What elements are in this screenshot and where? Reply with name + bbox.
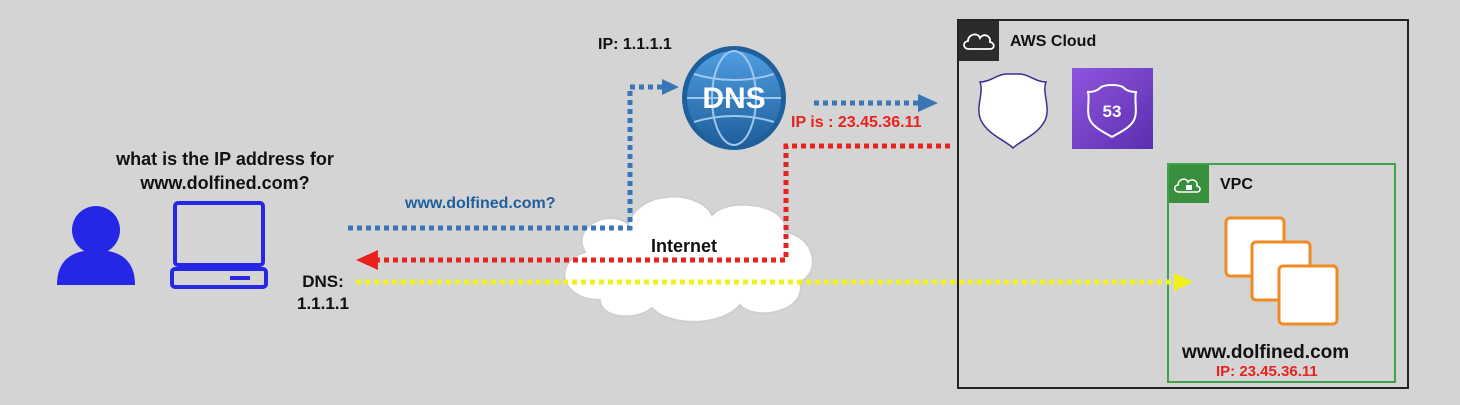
internet-label: Internet [651,236,718,256]
svg-text:53: 53 [1103,102,1122,121]
question-line-1: what is the IP address for [116,149,334,169]
vpc-cloud-icon [1173,178,1201,193]
dns-server-ip-label: IP: 1.1.1.1 [598,36,672,53]
shield-icon [978,73,1048,150]
forward-query-arrow [814,94,938,112]
website-ip: IP: 23.45.36.11 [1216,363,1318,380]
client-dns-line-2: 1.1.1.1 [297,294,349,313]
dns-globe-icon: DNS [682,46,786,150]
route53-icon: 53 [1072,68,1153,149]
ec2-instances-icon [1224,216,1339,326]
client-dns-label: DNS: 1.1.1.1 [288,271,358,315]
dns-query-arrow [348,79,679,231]
website-name: www.dolfined.com [1182,342,1350,363]
user-icon [57,206,135,285]
answer-label: IP is : 23.45.36.11 [791,114,922,131]
aws-cloud-title: AWS Cloud [1010,33,1097,50]
http-traffic-arrow [356,273,1193,291]
vpc-title: VPC [1220,176,1253,193]
dns-answer-arrow [356,143,950,270]
question-line-2: www.dolfined.com? [140,173,310,193]
svg-text:DNS: DNS [702,82,765,115]
aws-cloud-icon [963,33,995,50]
aws-cloud-box [957,19,1409,389]
client-dns-line-1: DNS: [302,272,344,291]
question-text: what is the IP address for www.dolfined.… [60,147,390,195]
vpc-box [1167,163,1396,383]
query-label: www.dolfined.com? [405,195,556,212]
computer-icon [170,201,268,289]
